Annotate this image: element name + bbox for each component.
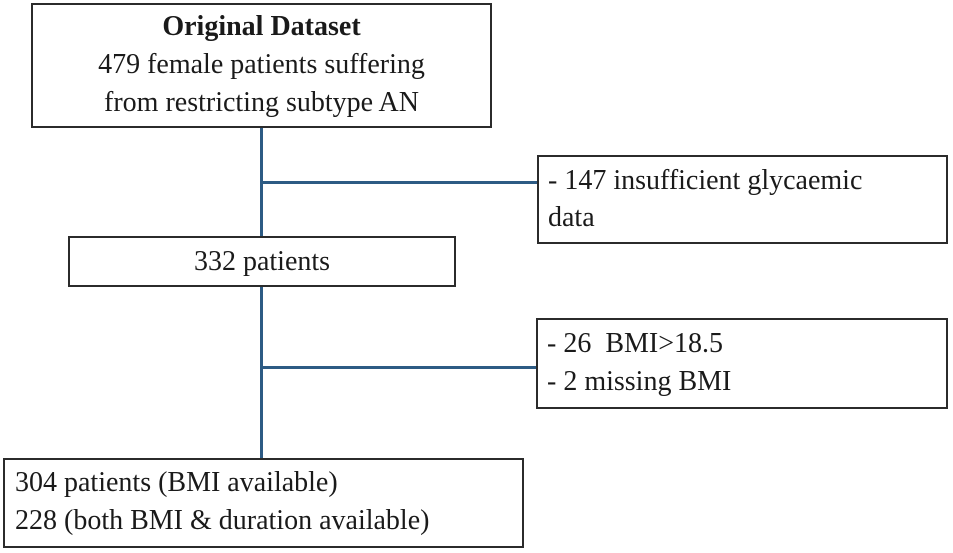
original-dataset-title: Original Dataset [162,11,361,42]
flow-box-final-counts: 304 patients (BMI available) 228 (both B… [3,458,524,548]
original-dataset-line1: 479 female patients suffering [98,49,425,80]
middle-box-label: 332 patients [193,246,331,277]
horizontal-connector-exclusion1 [260,181,537,184]
horizontal-connector-exclusion2 [260,366,536,369]
flow-box-exclusion-bmi: - 26 BMI>18.5 - 2 missing BMI [536,318,948,409]
flow-box-332-patients: 332 patients [68,236,456,287]
exclusion1-line1: - 147 insufficient glycaemic [548,165,863,196]
final-box-line2: 228 (both BMI & duration available) [15,505,430,536]
final-box-line1: 304 patients (BMI available) [15,467,338,498]
vertical-connector-line [260,128,263,460]
exclusion1-line2: data [548,202,595,233]
original-dataset-line2: from restricting subtype AN [104,87,419,118]
exclusion2-line2: - 2 missing BMI [547,366,732,397]
exclusion2-line1: - 26 BMI>18.5 [547,328,724,359]
flow-box-exclusion-glycaemic: - 147 insufficient glycaemic data [537,155,948,244]
flow-box-original-dataset: Original Dataset 479 female patients suf… [31,3,492,128]
